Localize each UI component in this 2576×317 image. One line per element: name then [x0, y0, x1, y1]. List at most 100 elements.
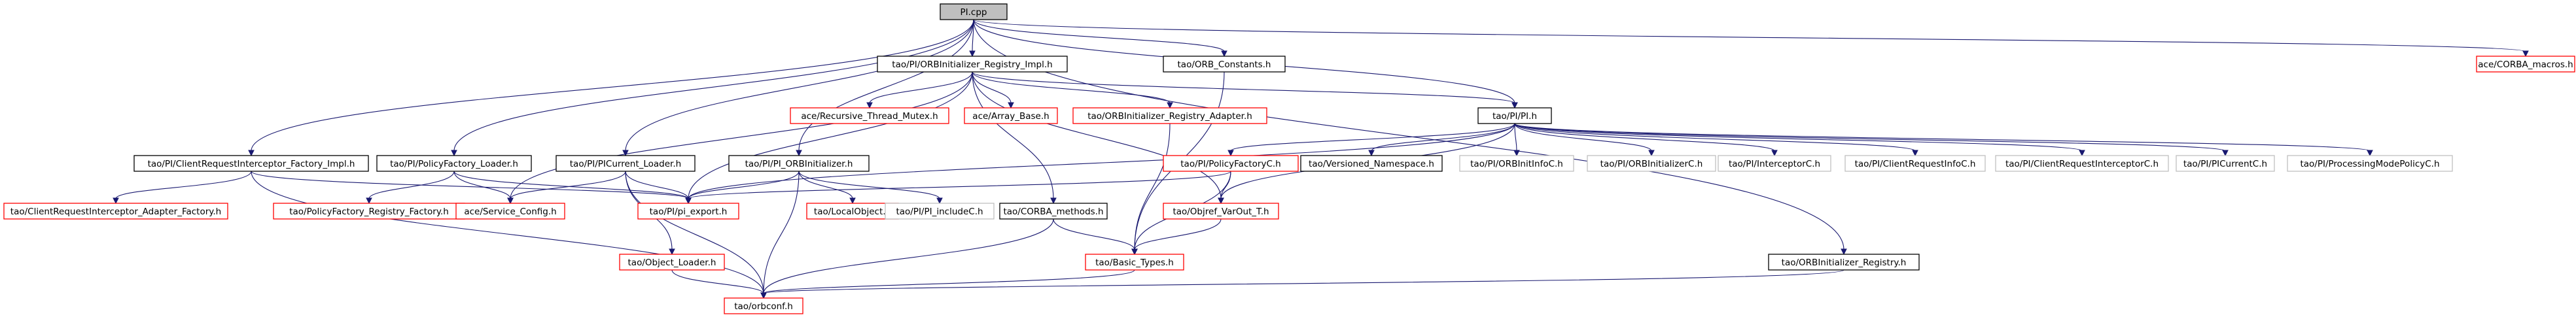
node-orb_constants[interactable]: tao/ORB_Constants.h — [1163, 56, 1286, 73]
nodes-layer: PI.cpp tao/PI/ORBInitializer_Registry_Imp… — [3, 3, 2575, 314]
edge-pi_h-to-interceptor_c — [1514, 123, 1778, 157]
edge-arrowhead — [1511, 102, 1518, 109]
node-array_base[interactable]: ace/Array_Base.h — [964, 107, 1058, 124]
node-client_request_interceptor_c[interactable]: tao/PI/ClientRequestInterceptorC.h — [1995, 155, 2169, 172]
node-orbinit_registry[interactable]: tao/ORBInitializer_Registry.h — [1768, 254, 1920, 271]
node-pi_cpp[interactable]: PI.cpp — [940, 3, 1008, 20]
edge-line — [1371, 123, 1515, 152]
node-label: tao/PI/ClientRequestInfoC.h — [1855, 159, 1976, 169]
edge-pi_h-to-policy_factory_c — [1227, 123, 1515, 157]
edge-line — [625, 171, 764, 294]
node-label: tao/Basic_Types.h — [1095, 258, 1174, 268]
edge-line — [1514, 123, 2083, 152]
edge-basic_types-to-orbconf — [760, 269, 1135, 299]
edge-arrowhead — [1218, 197, 1224, 205]
node-service_config[interactable]: ace/Service_Config.h — [455, 203, 565, 220]
node-box — [556, 155, 696, 172]
node-client_request_info_c[interactable]: tao/PI/ClientRequestInfoC.h — [1844, 155, 1986, 172]
edge-line — [1230, 123, 1515, 152]
node-label: tao/PI/ORBInitInfoC.h — [1470, 159, 1563, 169]
node-processing_mode_policy_c[interactable]: tao/PI/ProcessingModePolicyC.h — [2287, 155, 2453, 172]
edge-arrowhead — [451, 150, 457, 157]
node-client_req_interceptor_adapter_factory[interactable]: tao/ClientRequestInterceptor_Adapter_Fac… — [3, 203, 228, 220]
node-pi_orbinitializer[interactable]: tao/PI/PI_ORBInitializer.h — [728, 155, 870, 172]
node-local_object[interactable]: tao/LocalObject.h — [806, 203, 899, 220]
edge-line — [688, 123, 1515, 199]
edge-line — [625, 171, 689, 199]
node-box — [1587, 155, 1716, 172]
edge-line — [510, 171, 626, 199]
edge-pi_h-to-versioned_namespace — [1368, 123, 1515, 157]
edge-pi_h-to-client_request_info_c — [1514, 123, 1918, 157]
node-orbinit_registry_adapter[interactable]: tao/ORBInitializer_Registry_Adapter.h — [1072, 107, 1267, 124]
edge-line — [1514, 123, 1652, 152]
edge-line — [972, 71, 1054, 199]
node-orbinit_registry_impl[interactable]: tao/PI/ORBInitializer_Registry_Impl.h — [877, 56, 1068, 73]
edge-arrowhead — [1131, 248, 1138, 256]
node-label: PI.cpp — [961, 7, 987, 18]
edge-line — [763, 218, 1054, 294]
node-box — [728, 155, 870, 172]
node-client_req_interceptor_factory_impl[interactable]: tao/PI/ClientRequestInterceptor_Factory_… — [133, 155, 369, 172]
edge-line — [251, 171, 764, 294]
node-corba_methods[interactable]: tao/CORBA_methods.h — [999, 203, 1108, 220]
edge-arrowhead — [248, 150, 255, 157]
edge-line — [1514, 123, 2226, 152]
node-box — [885, 203, 995, 220]
edge-line — [625, 19, 974, 152]
node-box — [133, 155, 369, 172]
edge-corba_methods-to-orbconf — [760, 218, 1054, 299]
node-box — [1163, 56, 1286, 73]
node-object_loader[interactable]: tao/Object_Loader.h — [619, 254, 725, 271]
node-policy_factory_loader[interactable]: tao/PI/PolicyFactory_Loader.h — [376, 155, 532, 172]
edge-client_req_interceptor_factory_impl-to-pi_export — [251, 171, 692, 205]
edge-arrowhead — [2222, 150, 2229, 157]
edge-line — [972, 71, 1171, 104]
edge-pi_cpp-to-orb_constants — [973, 19, 1227, 58]
node-label: tao/PI/ORBInitializerC.h — [1600, 159, 1703, 169]
edge-pi_h-to-orbinitializer_c — [1514, 123, 1655, 157]
node-orbinitinfo_c[interactable]: tao/PI/ORBInitInfoC.h — [1459, 155, 1574, 172]
edge-client_req_interceptor_factory_impl-to-client_req_interceptor_adapter_factory — [113, 171, 252, 205]
node-label: ace/Array_Base.h — [972, 111, 1049, 122]
node-label: tao/ORB_Constants.h — [1178, 59, 1271, 70]
node-orbinitializer_c[interactable]: tao/PI/ORBInitializerC.h — [1587, 155, 1716, 172]
edge-orbinit_registry_impl-to-pi_h — [972, 71, 1518, 109]
node-pi_h[interactable]: tao/PI/PI.h — [1477, 107, 1552, 124]
edge-line — [688, 171, 1231, 199]
node-pi_export[interactable]: tao/PI/pi_export.h — [637, 203, 739, 220]
node-box — [1718, 155, 1831, 172]
node-label: tao/PI/InterceptorC.h — [1729, 159, 1820, 169]
node-label: tao/ORBInitializer_Registry.h — [1782, 258, 1907, 268]
node-versioned_namespace[interactable]: tao/Versioned_Namespace.h — [1300, 155, 1443, 172]
node-label: ace/Recursive_Thread_Mutex.h — [801, 111, 938, 122]
node-basic_types[interactable]: tao/Basic_Types.h — [1085, 254, 1184, 271]
node-policy_factory_registry_factory[interactable]: tao/PolicyFactory_Registry_Factory.h — [273, 203, 465, 220]
node-label: ace/CORBA_macros.h — [2478, 59, 2573, 70]
node-picurrent_c[interactable]: tao/PI/PICurrentC.h — [2176, 155, 2275, 172]
edge-object_loader-to-orbconf — [671, 269, 767, 299]
node-label: tao/PI/PICurrentC.h — [2183, 159, 2267, 169]
node-policy_factory_c[interactable]: tao/PI/PolicyFactoryC.h — [1163, 155, 1299, 172]
edge-line — [1053, 218, 1135, 250]
node-box — [1300, 155, 1443, 172]
edge-line — [453, 171, 689, 199]
edge-line — [368, 171, 455, 199]
node-corba_macros[interactable]: ace/CORBA_macros.h — [2476, 56, 2575, 73]
node-objref_varout[interactable]: tao/Objref_VarOut_T.h — [1163, 203, 1279, 220]
edge-picurrent_loader-to-service_config — [507, 171, 626, 205]
node-pi_include_c[interactable]: tao/PI/PI_includeC.h — [885, 203, 995, 220]
node-label: tao/ORBInitializer_Registry_Adapter.h — [1087, 111, 1252, 122]
edge-arrowhead — [1221, 50, 1227, 58]
node-recursive_mutex[interactable]: ace/Recursive_Thread_Mutex.h — [790, 107, 949, 124]
node-box — [2176, 155, 2275, 172]
edge-line — [453, 19, 974, 152]
node-picurrent_loader[interactable]: tao/PI/PICurrent_Loader.h — [556, 155, 696, 172]
edge-arrowhead — [1648, 150, 1655, 157]
edge-line — [1134, 218, 1222, 250]
node-interceptor_c[interactable]: tao/PI/InterceptorC.h — [1718, 155, 1831, 172]
edge-arrowhead — [622, 150, 629, 157]
node-orbconf[interactable]: tao/orbconf.h — [724, 297, 803, 314]
node-box — [2287, 155, 2453, 172]
edge-pi_h-to-orbinitinfo_c — [1513, 123, 1520, 157]
